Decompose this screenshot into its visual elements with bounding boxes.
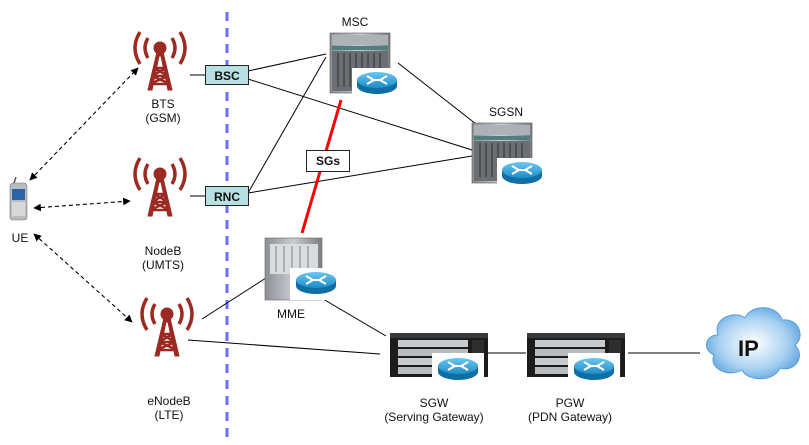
link-ue-bts (29, 67, 139, 181)
bts-sublabel: (GSM) (145, 111, 181, 125)
sgs-interface-label: SGs (306, 150, 350, 172)
enodeb-sublabel: (LTE) (154, 408, 184, 422)
pgw-gateway-icon (527, 333, 625, 385)
pgw-label: PGW (555, 396, 585, 410)
sgsn-switch-icon (471, 122, 545, 190)
link-bsc-sgsn (247, 78, 473, 151)
bts-tower-icon (133, 30, 187, 92)
rnc-box: RNC (205, 186, 249, 206)
mme-switch-icon (264, 237, 338, 301)
msc-switch-icon (329, 32, 400, 100)
link-rnc-msc (247, 56, 327, 194)
link-mme-sgw (317, 295, 387, 337)
sgw-gateway-icon (390, 333, 488, 385)
mme-label: MME (277, 307, 305, 321)
bts-label: BTS (151, 97, 175, 111)
ip-cloud-icon (706, 307, 801, 380)
ue-label: UE (11, 231, 29, 245)
link-ue-enodeb (33, 233, 133, 323)
ip-cloud-label: IP (738, 336, 759, 361)
sgw-sublabel: (Serving Gateway) (384, 410, 484, 424)
link-rnc-sgsn (247, 155, 473, 194)
nodeb-tower-icon (133, 156, 187, 218)
sgw-label: SGW (419, 396, 449, 410)
mobile-phone-icon (9, 176, 28, 221)
enodeb-tower-icon (140, 296, 194, 358)
sgsn-label: SGSN (488, 105, 524, 119)
link-msc-sgsn (397, 62, 477, 125)
nodeb-label: NodeB (144, 244, 182, 258)
enodeb-label: eNodeB (147, 394, 191, 408)
link-bsc-msc (247, 53, 327, 72)
link-ue-nodeb (33, 197, 131, 212)
msc-label: MSC (341, 15, 369, 29)
nodeb-sublabel: (UMTS) (142, 258, 184, 272)
radio-links (29, 67, 139, 323)
bsc-box: BSC (205, 65, 249, 85)
link-enodeb-sgw (187, 339, 381, 355)
core-links (187, 53, 700, 355)
pgw-sublabel: (PDN Gateway) (527, 410, 613, 424)
link-enodeb-mme (201, 277, 267, 320)
